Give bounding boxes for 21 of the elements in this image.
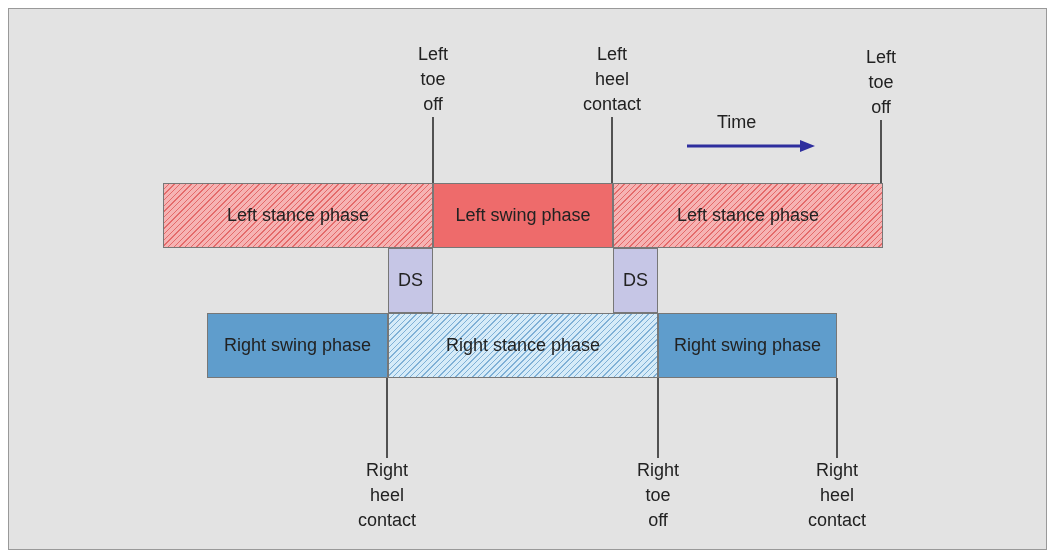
leader-line (836, 377, 838, 459)
leader-line (657, 377, 659, 459)
leader-line (432, 116, 434, 184)
double-support-box: DS (388, 248, 433, 313)
leader-line (880, 119, 882, 184)
event-label: Left heel contact (583, 42, 641, 117)
phase-bar: Right swing phase (658, 313, 837, 378)
event-label: Left toe off (866, 45, 896, 120)
phase-bar: Left stance phase (613, 183, 883, 248)
phase-bar: Right stance phase (388, 313, 658, 378)
event-label: Right toe off (637, 458, 679, 533)
event-label: Right heel contact (358, 458, 416, 533)
leader-line (611, 116, 613, 184)
phase-bar: Right swing phase (207, 313, 388, 378)
double-support-box: DS (613, 248, 658, 313)
event-label: Left toe off (418, 42, 448, 117)
event-label: Right heel contact (808, 458, 866, 533)
phase-bar: Left swing phase (433, 183, 613, 248)
axis-label: Time (717, 112, 757, 133)
phase-bar: Left stance phase (163, 183, 433, 248)
leader-line (386, 377, 388, 459)
